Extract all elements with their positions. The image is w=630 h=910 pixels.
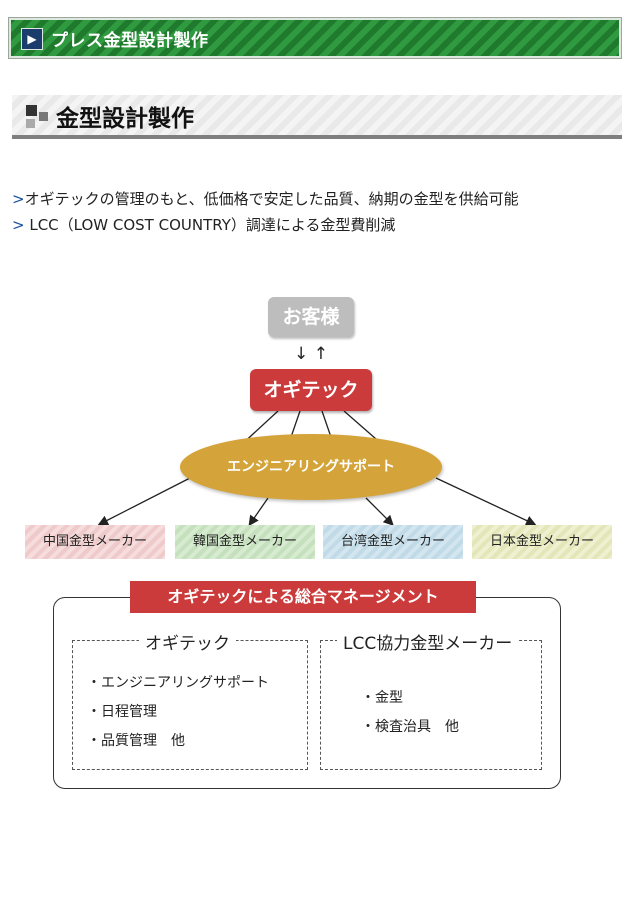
list-item: ・金型 xyxy=(361,690,403,706)
two-way-arrow-icon: ↓ ↑ xyxy=(294,344,328,364)
panel-title: オギテック xyxy=(139,629,236,654)
header-title: プレス金型設計製作 xyxy=(51,31,209,51)
heading-square-icon xyxy=(26,105,37,116)
arrow-to-korea-maker xyxy=(248,497,269,527)
panel-title: LCC協力金型メーカー xyxy=(337,629,519,654)
section-heading: 金型設計製作 xyxy=(12,95,622,139)
heading-square-icon xyxy=(39,112,48,121)
play-arrow-icon: ▶ xyxy=(21,28,43,50)
header-bar: ▶ プレス金型設計製作 xyxy=(8,17,622,59)
intro-line: >オギテックの管理のもと、低価格で安定した品質、納期の金型を供給可能 xyxy=(12,188,519,209)
customer-node: お客様 xyxy=(268,297,354,337)
arrow-to-china-maker xyxy=(97,477,191,526)
heading-square-icon xyxy=(26,119,35,128)
maker-china: 中国金型メーカー xyxy=(25,525,165,559)
intro-line: > LCC（LOW COST COUNTRY）調達による金型費削減 xyxy=(12,214,395,235)
intro-text: LCC（LOW COST COUNTRY）調達による金型費削減 xyxy=(24,216,396,234)
management-title: オギテックによる総合マネージメント xyxy=(130,581,476,613)
list-item: ・品質管理 他 xyxy=(87,733,185,749)
chevron-right-icon: > xyxy=(12,216,25,234)
list-item: ・エンジニアリングサポート xyxy=(87,675,269,691)
maker-korea: 韓国金型メーカー xyxy=(175,525,315,559)
company-node: オギテック xyxy=(250,369,372,411)
intro-text: オギテックの管理のもと、低価格で安定した品質、納期の金型を供給可能 xyxy=(24,190,519,208)
company-panel: オギテック ・エンジニアリングサポート ・日程管理 ・品質管理 他 xyxy=(72,629,308,770)
list-item: ・検査治具 他 xyxy=(361,719,459,735)
engineering-support-ellipse xyxy=(180,434,442,500)
arrow-to-taiwan-maker xyxy=(365,497,394,526)
lcc-maker-panel: LCC協力金型メーカー ・金型 ・検査治具 他 xyxy=(320,629,542,770)
maker-japan: 日本金型メーカー xyxy=(472,525,612,559)
engineering-support-label: エンジニアリングサポート xyxy=(227,459,395,475)
section-title: 金型設計製作 xyxy=(56,106,194,132)
arrow-to-japan-maker xyxy=(435,477,537,526)
maker-taiwan: 台湾金型メーカー xyxy=(323,525,463,559)
chevron-right-icon: > xyxy=(12,190,25,208)
list-item: ・日程管理 xyxy=(87,704,157,720)
